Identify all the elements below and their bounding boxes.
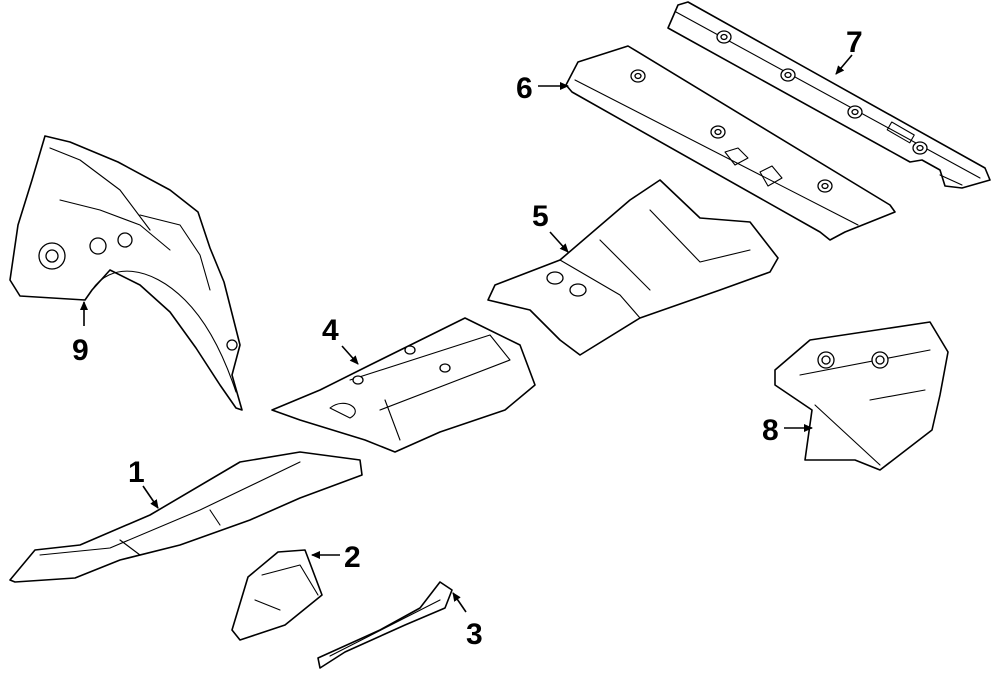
- part-8[interactable]: [774, 321, 949, 471]
- leader-5: [549, 231, 569, 253]
- callout-6: 6: [516, 72, 533, 105]
- leader-4: [341, 345, 359, 365]
- callout-2: 2: [344, 541, 361, 574]
- callout-4: 4: [322, 314, 339, 347]
- part-9[interactable]: [9, 135, 243, 411]
- callout-3: 3: [466, 618, 483, 651]
- part-2[interactable]: [231, 549, 323, 641]
- callout-5: 5: [532, 200, 549, 233]
- part-4[interactable]: [271, 317, 536, 453]
- part-7[interactable]: [667, 1, 991, 189]
- part-3[interactable]: [317, 581, 453, 669]
- callout-1: 1: [128, 456, 145, 489]
- leader-3: [452, 592, 467, 613]
- part-5[interactable]: [487, 179, 779, 356]
- callout-8: 8: [762, 414, 779, 447]
- callout-9: 9: [72, 334, 89, 367]
- callout-7: 7: [846, 26, 863, 59]
- part-6[interactable]: [565, 45, 896, 241]
- part-1[interactable]: [9, 451, 363, 583]
- leader-1: [142, 485, 159, 509]
- leader-7: [835, 54, 853, 75]
